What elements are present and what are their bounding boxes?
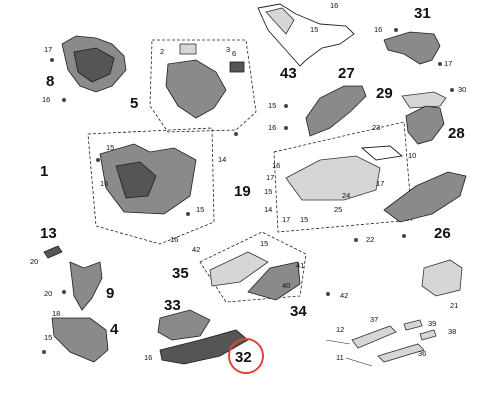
- label-30: 30: [458, 85, 466, 94]
- label-39: 39: [428, 319, 436, 328]
- label-20: 20: [30, 257, 38, 266]
- label-16: 16: [374, 25, 382, 34]
- label-15: 15: [300, 215, 308, 224]
- part-32-highlighted: 32: [228, 338, 264, 374]
- label-15: 15: [196, 205, 204, 214]
- part-9-front-spoiler: 9 20 18: [44, 261, 114, 318]
- label-9: 9: [106, 285, 114, 302]
- label-17: 17: [282, 215, 290, 224]
- label-16: 16: [170, 235, 178, 244]
- label-25: 25: [334, 205, 342, 214]
- label-12: 12: [336, 325, 344, 334]
- label-5: 5: [130, 95, 138, 112]
- part-31-rear-top-cover: 31 16 17: [374, 5, 452, 68]
- label-20: 20: [44, 289, 52, 298]
- label-21: 21: [450, 301, 458, 310]
- part-43-front-cover: 43 16 15: [257, 1, 355, 82]
- label-17: 17: [266, 173, 274, 182]
- highlight-circle: [228, 338, 264, 374]
- label-4: 4: [110, 321, 119, 338]
- label-37: 37: [370, 315, 378, 324]
- label-3: 3: [226, 45, 230, 54]
- label-34: 34: [290, 303, 307, 320]
- label-36: 36: [418, 349, 426, 358]
- label-24: 24: [342, 191, 350, 200]
- label-40: 40: [282, 281, 290, 290]
- label-42: 42: [340, 291, 348, 300]
- label-35: 35: [172, 265, 189, 282]
- part-19-storage-box-group: 19 23 10 16 17 15 14 17 15 17 24 25: [234, 121, 416, 233]
- label-42: 42: [192, 245, 200, 254]
- label-16: 16: [100, 179, 108, 188]
- label-23: 23: [372, 123, 380, 132]
- label-33: 33: [164, 297, 181, 314]
- part-22-clip: 22: [354, 234, 406, 244]
- label-13: 13: [40, 225, 57, 242]
- label-29: 29: [376, 85, 393, 102]
- part-34-35-floor-panels: 35 34 42 15 40 41 42: [172, 231, 348, 320]
- label-27: 27: [338, 65, 355, 82]
- label-17: 17: [44, 45, 52, 54]
- label-28: 28: [448, 125, 465, 142]
- part-1-front-inner-panel: 1 15 16 15 16: [40, 127, 215, 245]
- label-15: 15: [44, 333, 52, 342]
- part-27-side-cover: 27 15 16: [268, 65, 367, 137]
- label-16: 16: [330, 1, 338, 10]
- label-32: 32: [235, 349, 252, 366]
- label-15: 15: [310, 25, 318, 34]
- label-31: 31: [414, 5, 431, 22]
- part-4-lower-front-panel: 4 15: [42, 317, 119, 363]
- label-15: 15: [264, 187, 272, 196]
- part-28-rear-side-cover: 28: [405, 105, 465, 145]
- label-38: 38: [448, 327, 456, 336]
- part-5-inner-fairing-group: 5 2 3 6 14: [130, 39, 257, 164]
- label-14: 14: [218, 155, 226, 164]
- label-16: 16: [144, 353, 152, 362]
- label-41: 41: [296, 261, 304, 270]
- parts-36-39-trim-strips: 37 39 38 12 36 11: [325, 315, 456, 367]
- label-1: 1: [40, 163, 48, 180]
- label-15: 15: [260, 239, 268, 248]
- label-26: 26: [434, 225, 451, 242]
- part-29-30-rear-trim: 29 30: [376, 85, 466, 109]
- label-15: 15: [268, 101, 276, 110]
- part-13-clip: 13 20: [30, 225, 63, 266]
- label-11: 11: [336, 353, 344, 362]
- label-19: 19: [234, 183, 251, 200]
- label-16: 16: [272, 161, 280, 170]
- label-10: 10: [408, 151, 416, 160]
- label-17: 17: [444, 59, 452, 68]
- label-14: 14: [264, 205, 272, 214]
- label-43: 43: [280, 65, 297, 82]
- label-16: 16: [42, 95, 50, 104]
- part-21-battery-box: 21: [421, 259, 463, 310]
- label-8: 8: [46, 73, 54, 90]
- part-8-upper-shield: 8 17 16: [42, 35, 127, 104]
- label-16: 16: [268, 123, 276, 132]
- label-18: 18: [52, 309, 60, 318]
- label-6: 6: [232, 49, 236, 58]
- label-17: 17: [376, 179, 384, 188]
- label-22: 22: [366, 235, 374, 244]
- part-33-32-lower-covers: 33 16: [144, 297, 249, 365]
- label-2: 2: [160, 47, 164, 56]
- label-15: 15: [106, 143, 114, 152]
- part-26-rear-side-panel: 26: [383, 171, 467, 242]
